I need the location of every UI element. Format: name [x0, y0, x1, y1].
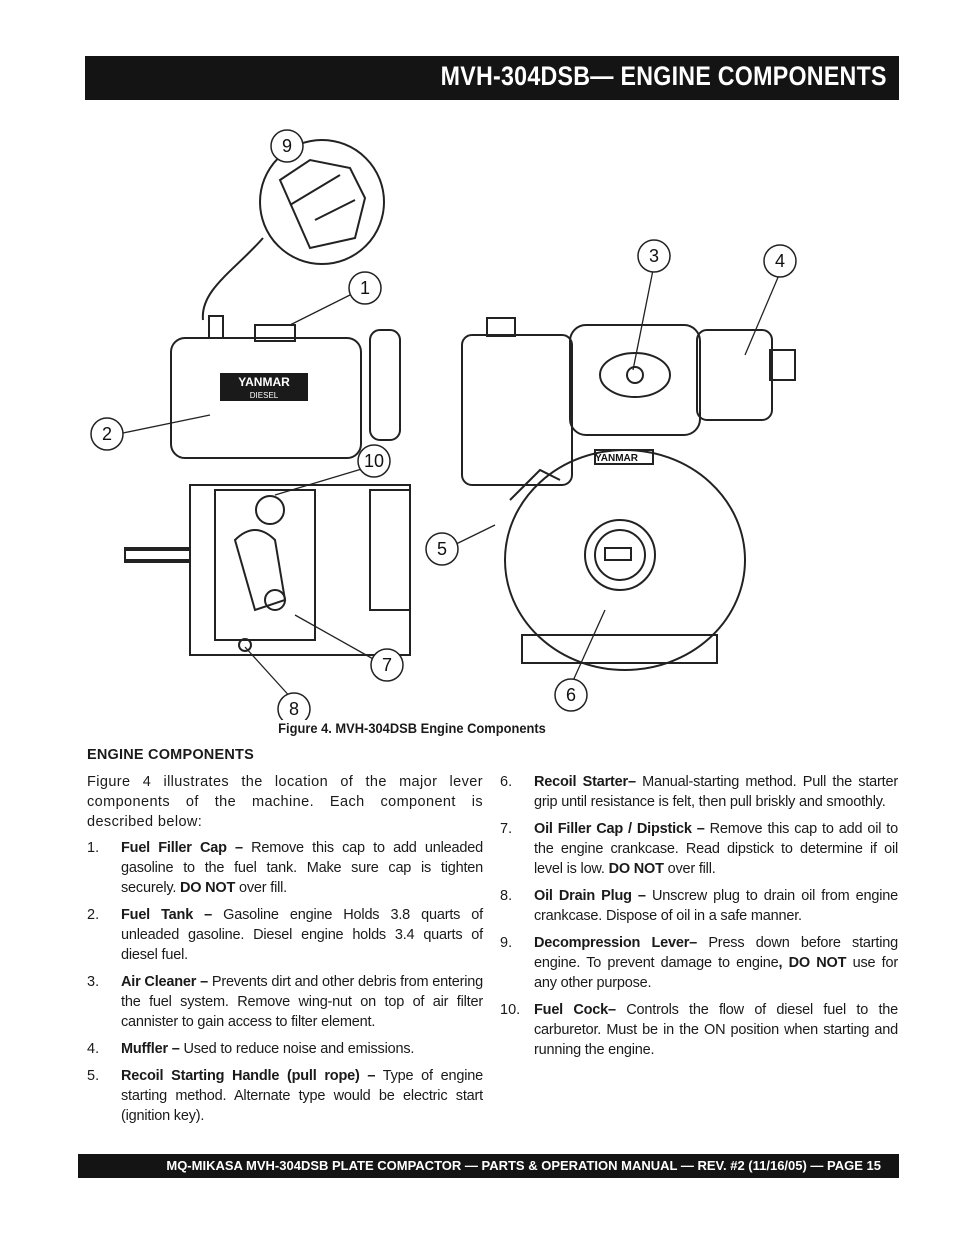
page-title: MVH-304DSB— ENGINE COMPONENTS	[440, 61, 887, 91]
tank-sublabel: DIESEL	[250, 391, 279, 400]
section-heading: ENGINE COMPONENTS	[87, 747, 254, 763]
list-item: 4. Muffler – Used to reduce noise and em…	[87, 1039, 483, 1059]
list-item: 7. Oil Filler Cap / Dipstick – Remove th…	[500, 819, 898, 879]
intro-paragraph: Figure 4 illustrates the location of the…	[87, 774, 483, 830]
callout-9: 9	[282, 136, 292, 156]
item-number: 2.	[87, 907, 100, 923]
item-term: Recoil Starting Handle (pull rope) –	[121, 1068, 376, 1084]
item-after: use for any other purpose.	[534, 955, 898, 991]
item-number: 1.	[87, 840, 100, 856]
item-text: Prevents dirt and other debris from ente…	[121, 974, 484, 1030]
item-number: 8.	[500, 888, 513, 904]
callout-7: 7	[382, 655, 392, 675]
callout-2: 2	[102, 424, 112, 444]
item-number: 7.	[500, 821, 513, 837]
item-number: 9.	[500, 935, 513, 951]
item-text: Controls the flow of diesel fuel to the …	[534, 1002, 898, 1058]
callout-3: 3	[649, 246, 659, 266]
engine-illustration: YANMAR YANMAR DIESEL	[90, 129, 797, 720]
list-item: 3. Air Cleaner – Prevents dirt and other…	[87, 972, 483, 1032]
engine-figure: YANMAR YANMAR DIESEL	[85, 120, 899, 720]
item-number: 4.	[87, 1041, 100, 1057]
engine-logo: YANMAR	[595, 453, 639, 464]
item-strong: DO NOT	[608, 861, 664, 877]
left-column: Figure 4 illustrates the location of the…	[87, 772, 483, 1133]
callout-5: 5	[437, 539, 447, 559]
item-term: Muffler –	[121, 1041, 180, 1057]
item-text: Press down before starting engine. To pr…	[534, 935, 899, 971]
item-number: 6.	[500, 774, 513, 790]
callout-4: 4	[775, 251, 785, 271]
item-text: Gasoline engine Holds 3.8 quarts of unle…	[121, 907, 483, 963]
item-text: Type of engine starting method. Alternat…	[121, 1068, 483, 1124]
list-item: 8. Oil Drain Plug – Unscrew plug to drai…	[500, 886, 898, 926]
item-after: over fill.	[663, 861, 716, 877]
list-item: 9. Decompression Lever– Press down befor…	[500, 933, 898, 993]
right-column: 6. Recoil Starter– Manual-starting metho…	[500, 772, 898, 1067]
list-item: 1. Fuel Filler Cap – Remove this cap to …	[87, 838, 483, 898]
callout-6: 6	[566, 685, 576, 705]
item-text: Remove this cap to add unleaded gasoline…	[121, 840, 483, 896]
item-term: Fuel Tank –	[121, 907, 213, 923]
item-term: Fuel Filler Cap –	[121, 840, 243, 856]
list-item: 2. Fuel Tank – Gasoline engine Holds 3.8…	[87, 905, 483, 965]
item-after: over fill.	[235, 880, 287, 896]
list-item: 10. Fuel Cock– Controls the flow of dies…	[500, 1000, 898, 1060]
item-text: Remove this cap to add oil to the engine…	[534, 821, 898, 877]
tank-logo: YANMAR	[238, 375, 290, 389]
list-item: 6. Recoil Starter– Manual-starting metho…	[500, 772, 898, 812]
figure-caption: Figure 4. MVH-304DSB Engine Components	[278, 720, 546, 736]
item-term: Fuel Cock–	[534, 1002, 616, 1018]
item-term: Recoil Starter–	[534, 774, 636, 790]
callout-1: 1	[360, 278, 370, 298]
item-text: Manual-starting method. Pull the starter…	[534, 774, 898, 810]
inset-circle	[259, 139, 385, 265]
footer-text: MQ-MIKASA MVH-304DSB PLATE COMPACTOR — P…	[166, 1158, 881, 1173]
footer-bar: MQ-MIKASA MVH-304DSB PLATE COMPACTOR — P…	[78, 1154, 899, 1178]
callout-10: 10	[364, 451, 384, 471]
list-item: 5. Recoil Starting Handle (pull rope) – …	[87, 1066, 483, 1126]
muffler-shape	[696, 329, 773, 421]
item-strong: , DO NOT	[778, 955, 847, 971]
fuel-tank-shape	[170, 337, 362, 459]
item-number: 10.	[500, 1002, 521, 1018]
item-term: Oil Drain Plug –	[534, 888, 646, 904]
header-bar: MVH-304DSB— ENGINE COMPONENTS	[85, 56, 899, 100]
item-text: Used to reduce noise and emissions.	[179, 1041, 415, 1057]
item-number: 5.	[87, 1068, 100, 1084]
item-term: Oil Filler Cap / Dipstick –	[534, 821, 705, 837]
item-number: 3.	[87, 974, 100, 990]
item-term: Decompression Lever–	[534, 935, 698, 951]
item-text: Unscrew plug to drain oil from engine cr…	[534, 888, 898, 924]
callout-8: 8	[289, 699, 299, 719]
item-strong: DO NOT	[179, 880, 236, 896]
item-term: Air Cleaner –	[121, 974, 208, 990]
